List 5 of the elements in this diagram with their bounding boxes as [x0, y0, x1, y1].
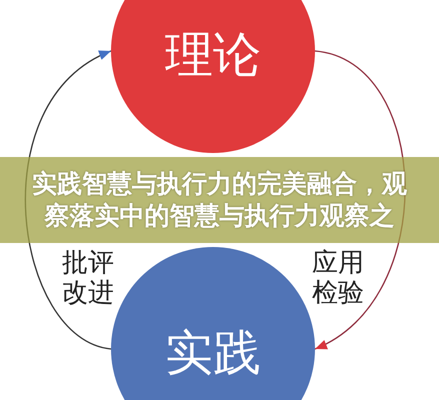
node-label: 理论 [165, 27, 261, 83]
edge-label: 应用检验 [312, 248, 365, 308]
title-banner: 实践智慧与执行力的完美融合，观察落实中的智慧与执行力观察之 [0, 157, 439, 243]
node-label: 实践 [165, 325, 261, 381]
edge-label: 批评改进 [62, 248, 115, 308]
